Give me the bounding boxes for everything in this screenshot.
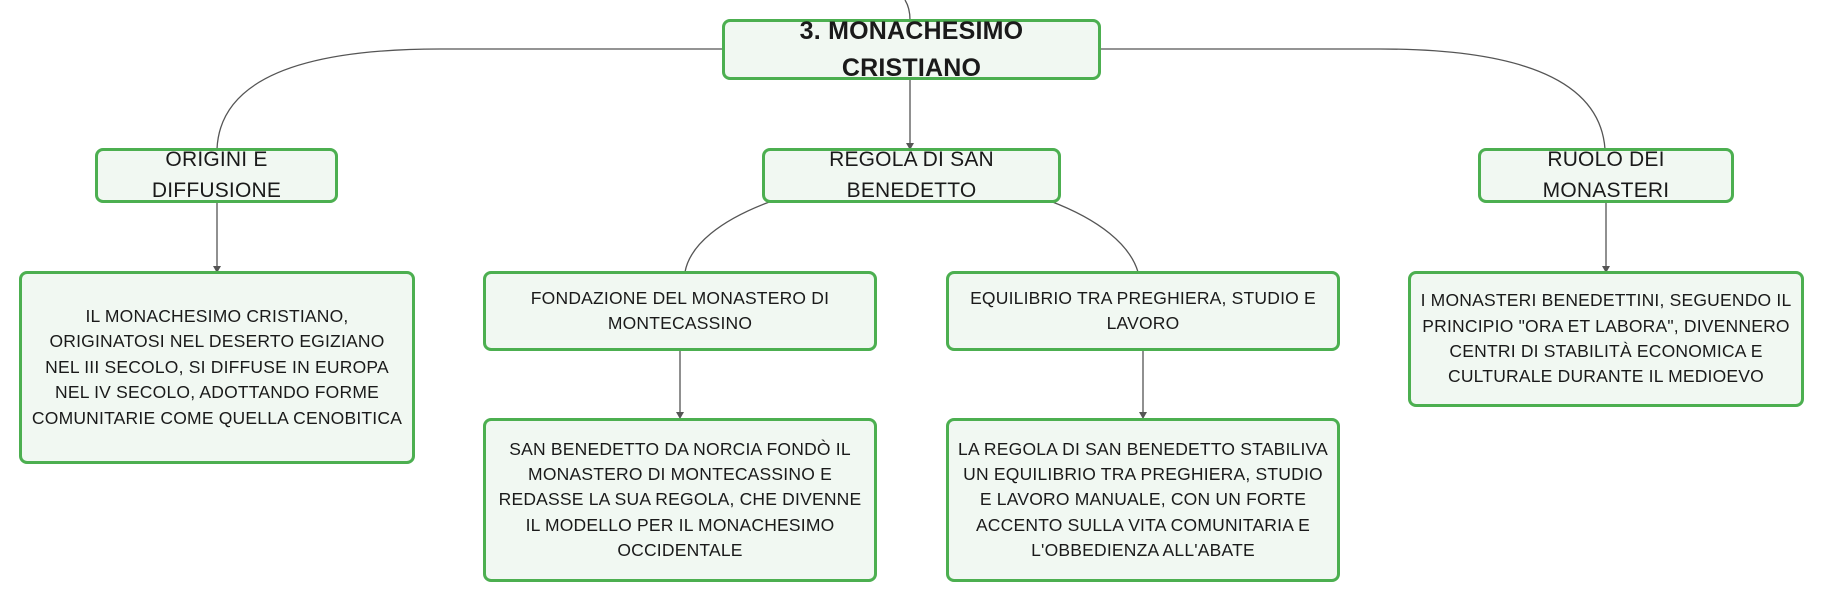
detail-text: LA REGOLA DI SAN BENEDETTO STABILIVA UN … [958,438,1328,561]
arrowhead-fondazione-detail [676,412,684,419]
subtopic-equilibrio[interactable]: EQUILIBRIO TRA PREGHIERA, STUDIO E LAVOR… [946,271,1340,351]
arrowhead-root-regola [906,143,914,150]
arrowhead-equilibrio-detail [1139,412,1147,419]
topic-label: RUOLO DEI MONASTERI [1542,148,1670,202]
topic-label: REGOLA DI SAN BENEDETTO [829,148,994,202]
topic-regola-di-san-benedetto[interactable]: REGOLA DI SAN BENEDETTO [762,148,1061,203]
subtopic-text: FONDAZIONE DEL MONASTERO DI MONTECASSINO [530,287,830,333]
arrowhead-ruolo-detail [1602,266,1610,273]
detail-text: SAN BENEDETTO DA NORCIA FONDÒ IL MONASTE… [498,438,862,561]
connector-to-root [904,0,911,21]
connector-regola-equilibrio [1049,200,1139,273]
topic-origini-e-diffusione[interactable]: ORIGINI E DIFFUSIONE [95,148,338,203]
root-node[interactable]: 3. MONACHESIMO CRISTIANO [722,17,1101,82]
detail-text: IL MONACHESIMO CRISTIANO, ORIGINATOSI NE… [31,306,403,428]
detail-ruolo[interactable]: I MONASTERI BENEDETTINI, SEGUENDO IL PRI… [1408,271,1804,407]
topic-ruolo-dei-monasteri[interactable]: RUOLO DEI MONASTERI [1478,148,1734,203]
connector-root-ruolo [1099,48,1606,150]
connector-regola-fondazione [684,200,773,273]
connector-root-origini [216,48,724,150]
detail-text: I MONASTERI BENEDETTINI, SEGUENDO IL PRI… [1420,290,1792,387]
subtopic-fondazione-montecassino[interactable]: FONDAZIONE DEL MONASTERO DI MONTECASSINO [483,271,877,351]
subtopic-text: EQUILIBRIO TRA PREGHIERA, STUDIO E LAVOR… [970,287,1316,333]
detail-fondazione[interactable]: SAN BENEDETTO DA NORCIA FONDÒ IL MONASTE… [483,418,877,582]
detail-equilibrio[interactable]: LA REGOLA DI SAN BENEDETTO STABILIVA UN … [946,418,1340,582]
root-label: 3. MONACHESIMO CRISTIANO [799,17,1024,82]
detail-origini[interactable]: IL MONACHESIMO CRISTIANO, ORIGINATOSI NE… [19,271,415,464]
arrowhead-origini-detail [213,266,221,273]
topic-label: ORIGINI E DIFFUSIONE [151,148,282,202]
